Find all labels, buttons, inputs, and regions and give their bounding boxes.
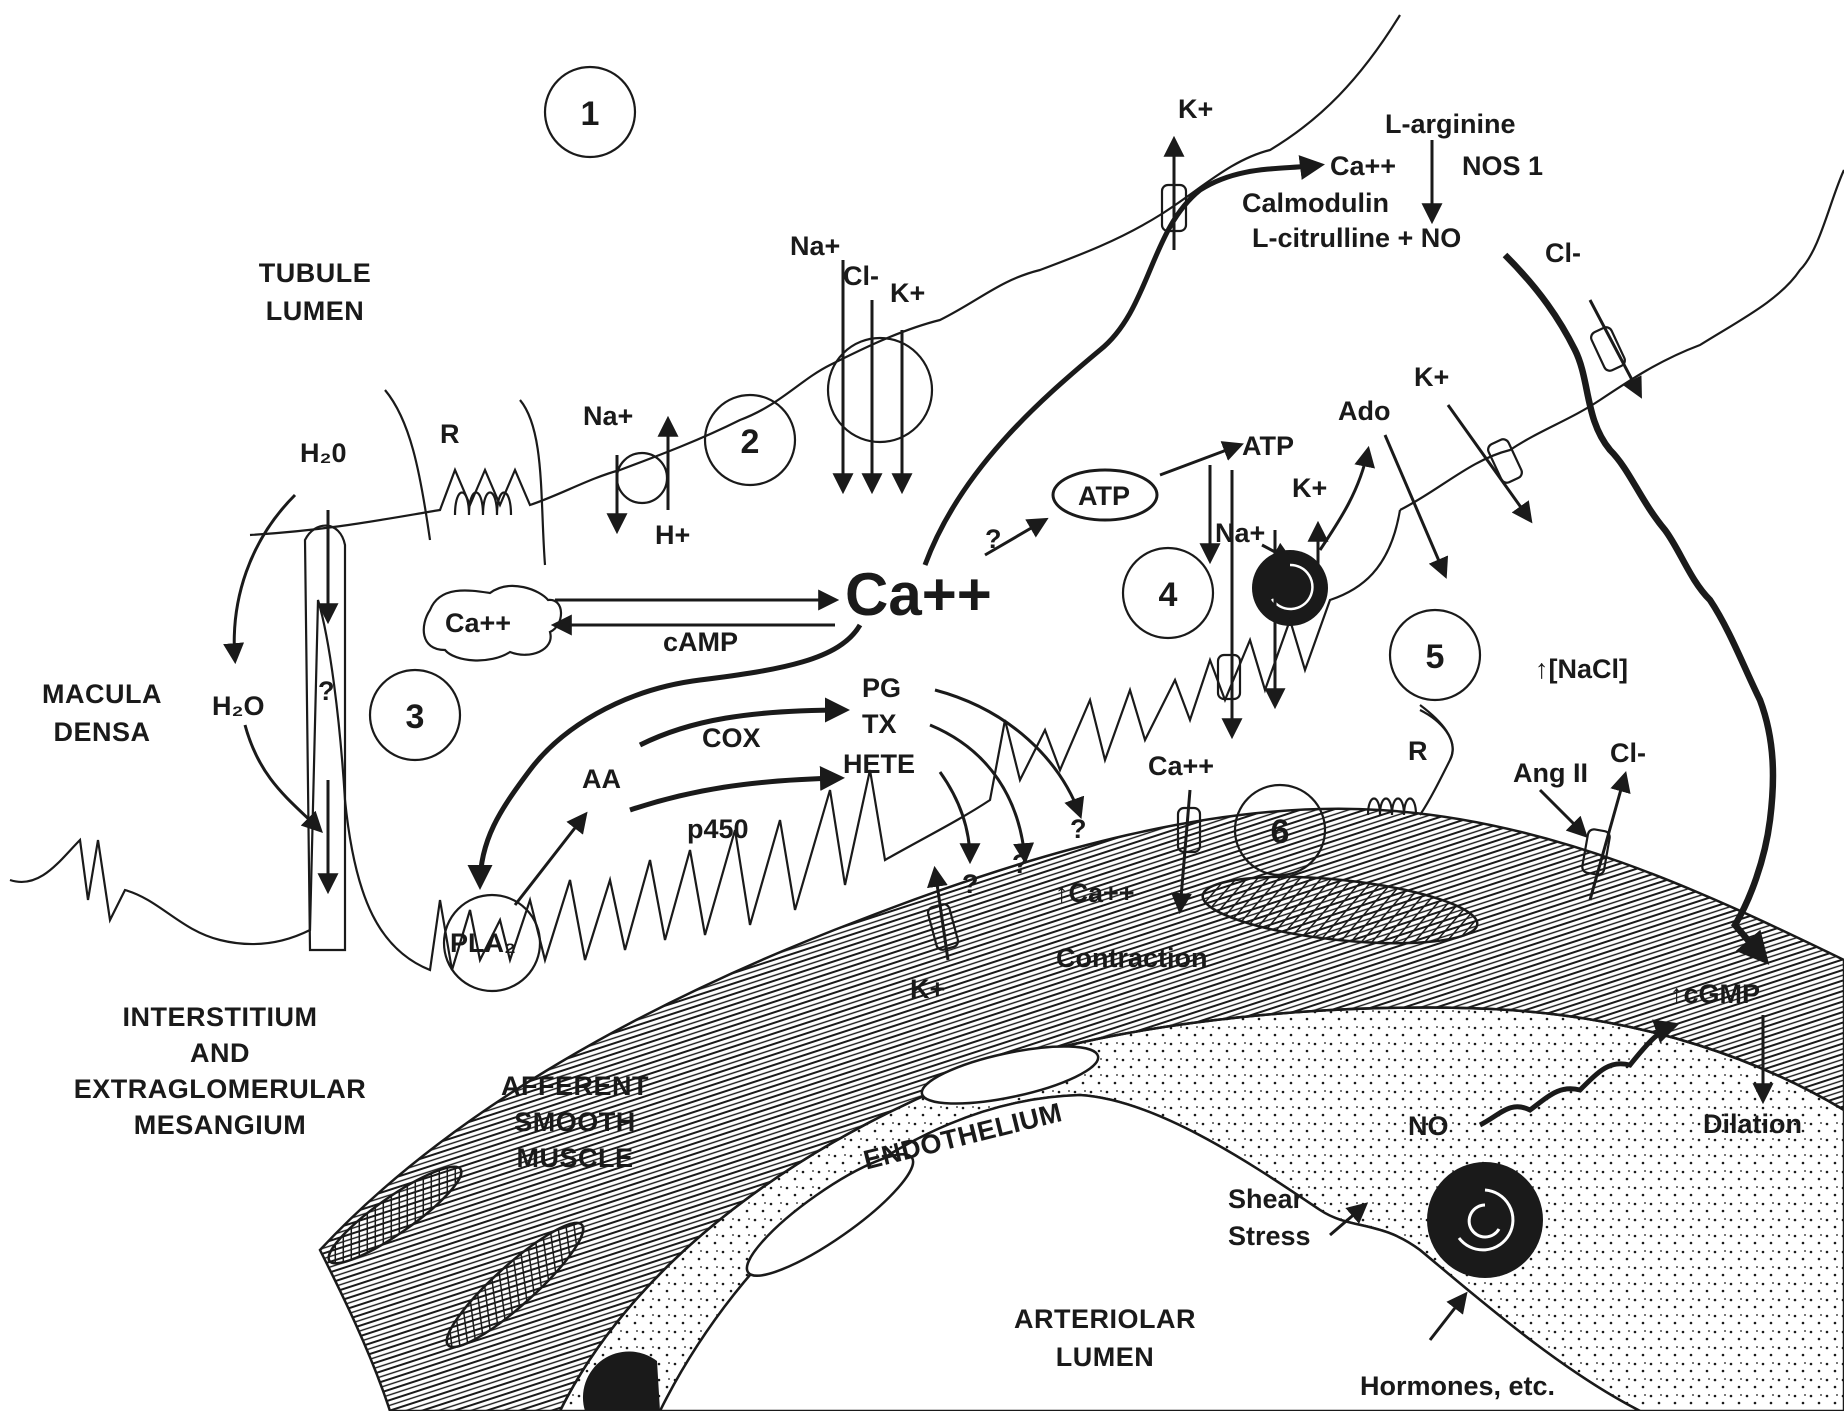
pg-question-label: ? bbox=[1070, 814, 1087, 844]
step-marker-2: 2 bbox=[705, 395, 795, 485]
cl-basal-label: Cl- bbox=[1545, 238, 1581, 268]
angii-arrow bbox=[1540, 790, 1585, 835]
h2o-label: H₂0 bbox=[300, 438, 347, 468]
h2o-label-mid: H₂O bbox=[212, 691, 265, 721]
step-marker-3: 3 bbox=[370, 670, 460, 760]
arteriolar-lumen-label: LUMEN bbox=[1056, 1342, 1155, 1372]
calcium-main-label: Ca++ bbox=[845, 561, 992, 628]
pg-label: PG bbox=[862, 673, 901, 703]
camp-label: cAMP bbox=[663, 627, 738, 657]
afferent-smooth-muscle-label: SMOOTH bbox=[514, 1107, 636, 1137]
ado-arrow bbox=[1385, 435, 1445, 575]
hete-label: HETE bbox=[843, 749, 915, 779]
interstitium-label: EXTRAGLOMERULAR bbox=[74, 1074, 367, 1104]
nhe-exchanger bbox=[617, 453, 667, 503]
ado-label: Ado bbox=[1338, 396, 1390, 426]
shear-stress-label: Stress bbox=[1228, 1221, 1311, 1251]
l-citrulline-label: L-citrulline + NO bbox=[1252, 223, 1461, 253]
cl-nkcc-label: Cl- bbox=[843, 261, 879, 291]
nos1-label: NOS 1 bbox=[1462, 151, 1543, 181]
apical-membrane bbox=[250, 15, 1400, 535]
svg-text:5: 5 bbox=[1426, 638, 1445, 676]
interstitium-label: INTERSTITIUM bbox=[123, 1002, 318, 1032]
apical-membrane-right bbox=[1400, 170, 1844, 510]
arteriolar-lumen-label: ARTERIOLAR bbox=[1014, 1304, 1196, 1334]
svg-text:3: 3 bbox=[406, 698, 425, 736]
tx-question-label: ? bbox=[1012, 849, 1029, 879]
macula-densa-label: MACULA bbox=[42, 679, 162, 709]
unknown-label: ? bbox=[318, 676, 335, 706]
tubule-lumen-label: TUBULE bbox=[259, 258, 372, 288]
hete-question-label: ? bbox=[962, 869, 979, 899]
k-muscle-label: K+ bbox=[910, 974, 945, 1004]
cl-basal-arrow bbox=[1590, 300, 1640, 395]
p450-label: p450 bbox=[687, 814, 749, 844]
interstitium-label: MESANGIUM bbox=[134, 1110, 307, 1140]
step-marker-4: 4 bbox=[1123, 548, 1213, 638]
receptor-label: R bbox=[440, 419, 460, 449]
question-atp-label: ? bbox=[985, 524, 1002, 554]
svg-text:2: 2 bbox=[741, 423, 760, 461]
atp-label: ATP bbox=[1242, 431, 1294, 461]
calmodulin-label: Calmodulin bbox=[1242, 188, 1389, 218]
tubule-lumen-label: LUMEN bbox=[266, 296, 365, 326]
k-pump-label: K+ bbox=[1292, 473, 1327, 503]
ca-pla2-arrow bbox=[480, 625, 860, 885]
atp-release-arrow bbox=[1160, 445, 1240, 475]
no-endothelium-label: NO bbox=[1408, 1111, 1449, 1141]
h-label: H+ bbox=[655, 520, 690, 550]
receptor-r2-label: R bbox=[1408, 736, 1428, 766]
calcium-store-label: Ca++ bbox=[445, 608, 511, 638]
contraction-label: Contraction bbox=[1056, 943, 1208, 973]
ca-nos-label: Ca++ bbox=[1330, 151, 1396, 181]
step-marker-1: 1 bbox=[545, 67, 635, 157]
nacl-label: ↑[NaCl] bbox=[1535, 654, 1628, 684]
dilation-label: Dilation bbox=[1703, 1109, 1802, 1139]
tx-label: TX bbox=[862, 709, 897, 739]
na-nkcc-label: Na+ bbox=[790, 231, 840, 261]
receptor-villi bbox=[385, 390, 545, 565]
svg-text:1: 1 bbox=[581, 95, 600, 133]
h2o-arrow bbox=[234, 495, 295, 660]
cl-muscle-label: Cl- bbox=[1610, 738, 1646, 768]
l-arginine-label: L-arginine bbox=[1385, 109, 1516, 139]
svg-text:4: 4 bbox=[1159, 576, 1178, 614]
cgmp-label: ↑cGMP bbox=[1670, 979, 1760, 1009]
ca-channel-label: Ca++ bbox=[1148, 751, 1214, 781]
pla2-aa-arrow bbox=[515, 815, 585, 905]
svg-text:6: 6 bbox=[1271, 813, 1290, 851]
atp-vesicle-label: ATP bbox=[1078, 481, 1130, 511]
ca-up-label: ↑Ca++ bbox=[1055, 878, 1135, 908]
aa-p450-arrow bbox=[630, 778, 840, 810]
k-apical-label: K+ bbox=[1178, 94, 1213, 124]
ang-ii-label: Ang II bbox=[1513, 758, 1588, 788]
k-nkcc-label: K+ bbox=[890, 278, 925, 308]
receptor-coil-r bbox=[455, 493, 511, 516]
macula-densa-label: DENSA bbox=[53, 717, 150, 747]
afferent-smooth-muscle-label: MUSCLE bbox=[517, 1143, 634, 1173]
interstitium-label: AND bbox=[190, 1038, 250, 1068]
shear-stress-label: Shear bbox=[1228, 1184, 1304, 1214]
aa-label: AA bbox=[582, 764, 621, 794]
na-pump-label: Na+ bbox=[1215, 518, 1265, 548]
step-marker-5: 5 bbox=[1390, 610, 1480, 700]
pla2-label: PLA₂ bbox=[450, 928, 516, 958]
afferent-smooth-muscle-label: AFFERENT bbox=[501, 1071, 649, 1101]
k-basal-label: K+ bbox=[1414, 362, 1449, 392]
red-blood-cell-swirl bbox=[1427, 1162, 1543, 1278]
na-label: Na+ bbox=[583, 401, 633, 431]
cox-label: COX bbox=[702, 723, 761, 753]
hormones-label: Hormones, etc. bbox=[1360, 1371, 1555, 1401]
